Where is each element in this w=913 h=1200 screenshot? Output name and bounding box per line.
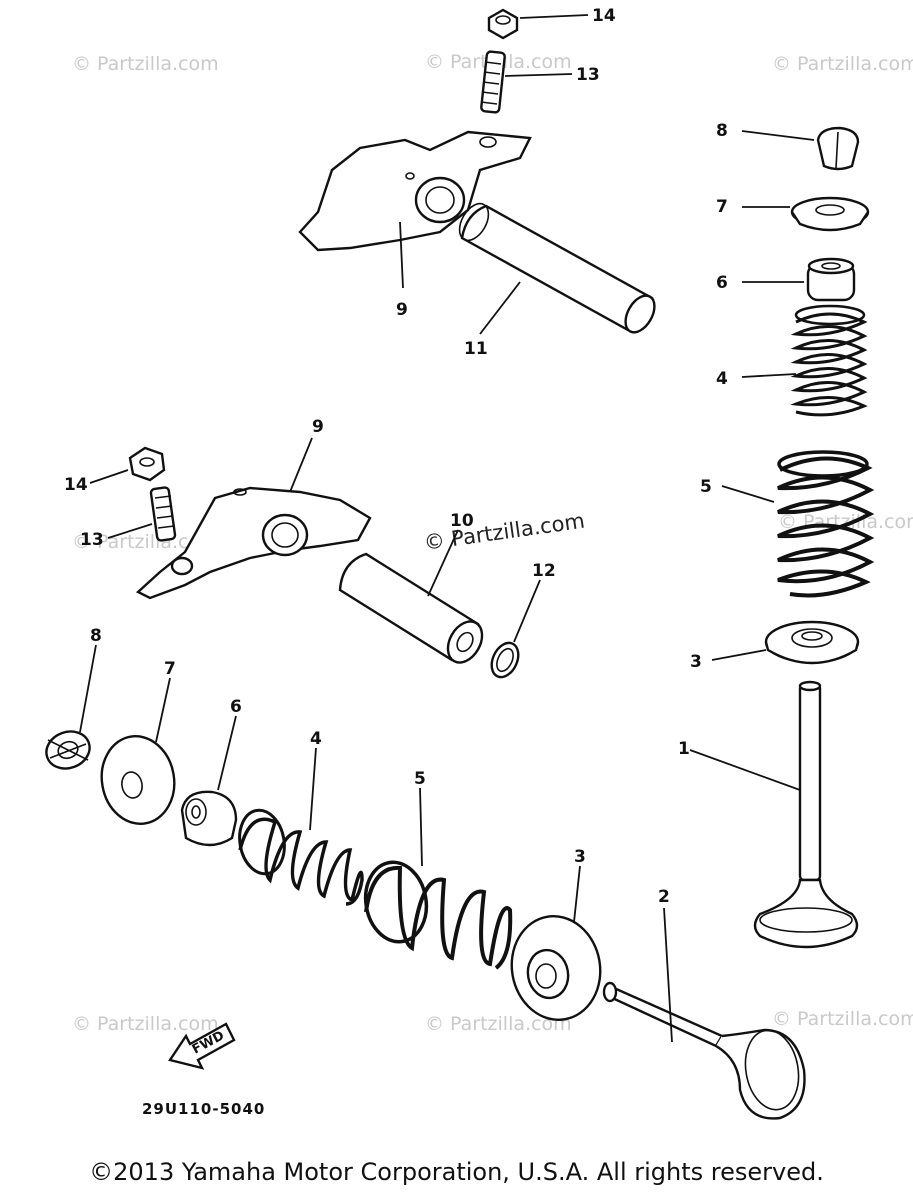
callout-14: 14 (592, 6, 616, 26)
watermark: © Partzilla.com (72, 531, 219, 553)
seal-6-right[interactable] (806, 257, 856, 302)
retainer-7-left[interactable] (95, 730, 181, 829)
callout-14: 14 (64, 475, 88, 495)
watermark: © Partzilla.com (772, 53, 913, 75)
callout-8: 8 (716, 121, 728, 141)
cotter-8-right[interactable] (816, 126, 860, 171)
callout-4: 4 (310, 729, 322, 749)
cotter-8-left[interactable] (41, 726, 95, 775)
valve-1-intake[interactable] (753, 680, 859, 949)
copyright-notice: ©2013 Yamaha Motor Corporation, U.S.A. A… (89, 1158, 824, 1186)
callout-13: 13 (576, 65, 600, 85)
watermark: © Partzilla.com (425, 1013, 572, 1035)
callout-2: 2 (658, 887, 670, 907)
leader-lines (79, 14, 815, 1043)
inner-spring-4-right[interactable] (790, 304, 868, 417)
outer-spring-5-left[interactable] (360, 857, 513, 970)
callout-3: 3 (574, 847, 586, 867)
watermark: © Partzilla.com (772, 1008, 913, 1030)
nut-14-top[interactable] (487, 8, 519, 40)
callout-13: 13 (80, 530, 104, 550)
outer-spring-5-right[interactable] (777, 450, 875, 598)
nut-14-mid[interactable] (128, 446, 166, 482)
middle-rocker-assembly (128, 446, 524, 682)
callout-6: 6 (716, 273, 728, 293)
adjuster-screw-13-mid[interactable] (149, 486, 177, 542)
top-rocker-assembly (298, 8, 661, 338)
callout-8: 8 (90, 626, 102, 646)
rocker-arm-9-top[interactable] (298, 130, 532, 252)
callout-3: 3 (690, 652, 702, 672)
watermark: © Partzilla.com (72, 1013, 219, 1035)
callout-5: 5 (414, 769, 426, 789)
callout-6: 6 (230, 697, 242, 717)
callout-7: 7 (164, 659, 176, 679)
callout-5: 5 (700, 477, 712, 497)
o-ring-12[interactable] (487, 639, 524, 682)
diagram-code: 29U110-5040 (142, 1100, 265, 1118)
seal-6-left[interactable] (180, 790, 238, 847)
watermark: © Partzilla.com (72, 53, 219, 75)
spring-seat-3-left[interactable] (504, 909, 609, 1027)
callout-9: 9 (312, 417, 324, 437)
callout-7: 7 (716, 197, 728, 217)
right-valve-stack (753, 126, 875, 949)
callout-10: 10 (450, 511, 474, 531)
retainer-7-right[interactable] (790, 196, 870, 232)
rocker-arm-9-mid[interactable] (135, 486, 372, 600)
rocker-shaft-11[interactable] (454, 199, 661, 338)
bottom-valve-stack (41, 726, 806, 1120)
callouts: 14 13 9 11 8 7 6 4 5 3 1 9 14 13 10 12 8… (64, 6, 728, 907)
inner-spring-4-left[interactable] (235, 807, 364, 906)
main-watermark: © Partzilla.com (422, 509, 586, 555)
rocker-shaft-10[interactable] (338, 552, 489, 669)
callout-11: 11 (464, 339, 488, 359)
callout-1: 1 (678, 739, 690, 759)
valve-2-exhaust[interactable] (602, 981, 806, 1120)
callout-12: 12 (532, 561, 556, 581)
spring-seat-3-right[interactable] (764, 620, 860, 665)
callout-9: 9 (396, 300, 408, 320)
adjuster-screw-13-top[interactable] (480, 50, 506, 114)
callout-4: 4 (716, 369, 728, 389)
